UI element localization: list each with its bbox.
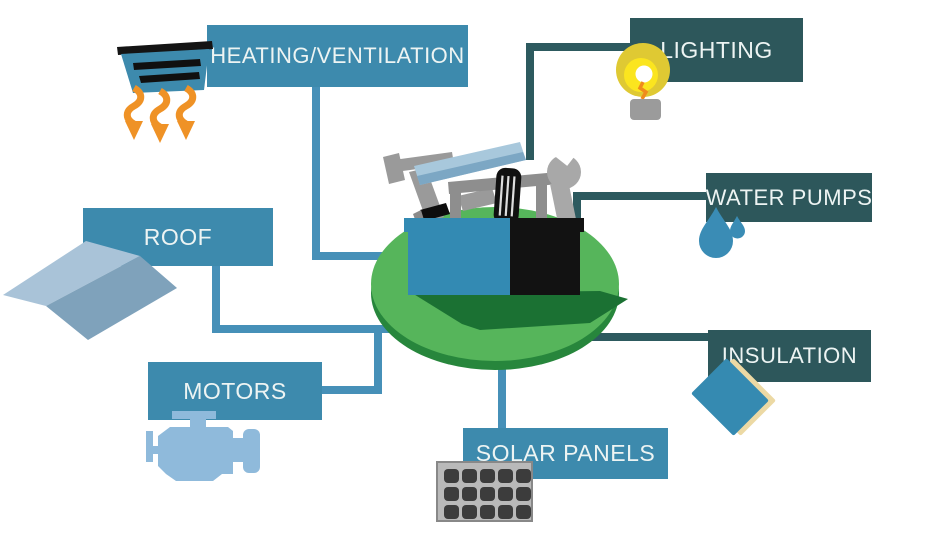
engine-cap [172, 411, 216, 419]
heat-arrow-head [177, 121, 195, 140]
insulation-panel-icon [691, 358, 776, 436]
solar-cell [444, 469, 459, 483]
bulb-core [635, 65, 653, 83]
solar-cell [462, 469, 477, 483]
heat-arrows-icon [123, 84, 197, 143]
solar-cell [444, 487, 459, 501]
wrench-handle [550, 180, 577, 228]
air-vent-icon [117, 41, 213, 93]
water-drop-large [699, 207, 733, 258]
node-water-pumps: WATER PUMPS [706, 173, 872, 222]
heat-arrow [175, 84, 197, 140]
heat-arrow-head [151, 124, 169, 143]
level-icon [414, 142, 526, 185]
toolbox-body-black [510, 232, 580, 295]
solar-cell [516, 505, 531, 519]
file-stripe [510, 176, 516, 217]
file-stripe [498, 175, 504, 216]
water-drop-small [730, 216, 745, 239]
engine-icon [146, 411, 260, 481]
heat-arrow [123, 84, 145, 140]
solar-cell [444, 505, 459, 519]
engine-neck [231, 438, 245, 462]
toolbox-body-blue [408, 232, 510, 295]
connectors [212, 43, 712, 430]
water-drops-icon [699, 207, 745, 258]
toolbox-lip-black [510, 218, 584, 232]
solar-cell [498, 487, 513, 501]
chisel-body [420, 203, 450, 221]
handle-post-left [450, 188, 461, 222]
solar-cell [498, 469, 513, 483]
vent-top-bar [117, 41, 213, 55]
center-illustration [371, 142, 628, 370]
engine-mount-left-stub [146, 446, 159, 454]
solar-cell [498, 505, 513, 519]
node-motors: MOTORS [148, 362, 322, 420]
heat-arrow-squiggle [175, 84, 197, 128]
toolbox-shadow [412, 291, 628, 330]
solar-cell [516, 487, 531, 501]
node-heating-ventilation: HEATING/VENTILATION [207, 25, 468, 87]
heat-arrow-squiggle [123, 84, 145, 128]
vent-body [121, 49, 209, 93]
bulb-base [630, 99, 661, 120]
insulation-panel-face [691, 358, 769, 436]
wrench-head [547, 155, 581, 189]
connector-roof [212, 264, 392, 333]
solar-cell [516, 469, 531, 483]
solar-cell [480, 469, 495, 483]
connector-motors [322, 325, 382, 394]
bulb-filament [637, 81, 649, 100]
solar-cell [480, 487, 495, 501]
solar-cell [462, 505, 477, 519]
roof-slope-light [3, 241, 140, 306]
solar-cell [480, 505, 495, 519]
handle-post-right [536, 176, 547, 222]
roof-icon [3, 241, 177, 340]
heat-arrow-head [125, 121, 143, 140]
file-stripe [504, 175, 510, 217]
roof-slope-dark [46, 256, 177, 340]
hammer-handle-end [458, 188, 497, 211]
hammer-head [386, 152, 454, 173]
connector-lighting [526, 43, 640, 160]
connector-water-pumps [573, 192, 710, 224]
engine-stem [190, 418, 206, 429]
vent-slat [133, 59, 201, 70]
solar-panel-icon [436, 461, 533, 522]
hammer-face [383, 153, 405, 184]
vent-slat [139, 72, 200, 83]
heat-arrow-squiggle [149, 87, 171, 131]
connector-heating [312, 87, 384, 260]
solar-cell [462, 487, 477, 501]
heat-arrow [149, 87, 171, 143]
wrench-jaw-gap [552, 142, 578, 166]
light-bulb-icon [616, 43, 670, 120]
wrench-icon [547, 142, 581, 228]
engine-block [158, 427, 233, 481]
level-edge [417, 152, 526, 185]
toolbox [404, 218, 584, 295]
file-icon [493, 167, 522, 225]
solar-cells [444, 469, 531, 519]
toolbox-lip-blue [404, 218, 510, 232]
engine-mount-right [243, 429, 260, 473]
